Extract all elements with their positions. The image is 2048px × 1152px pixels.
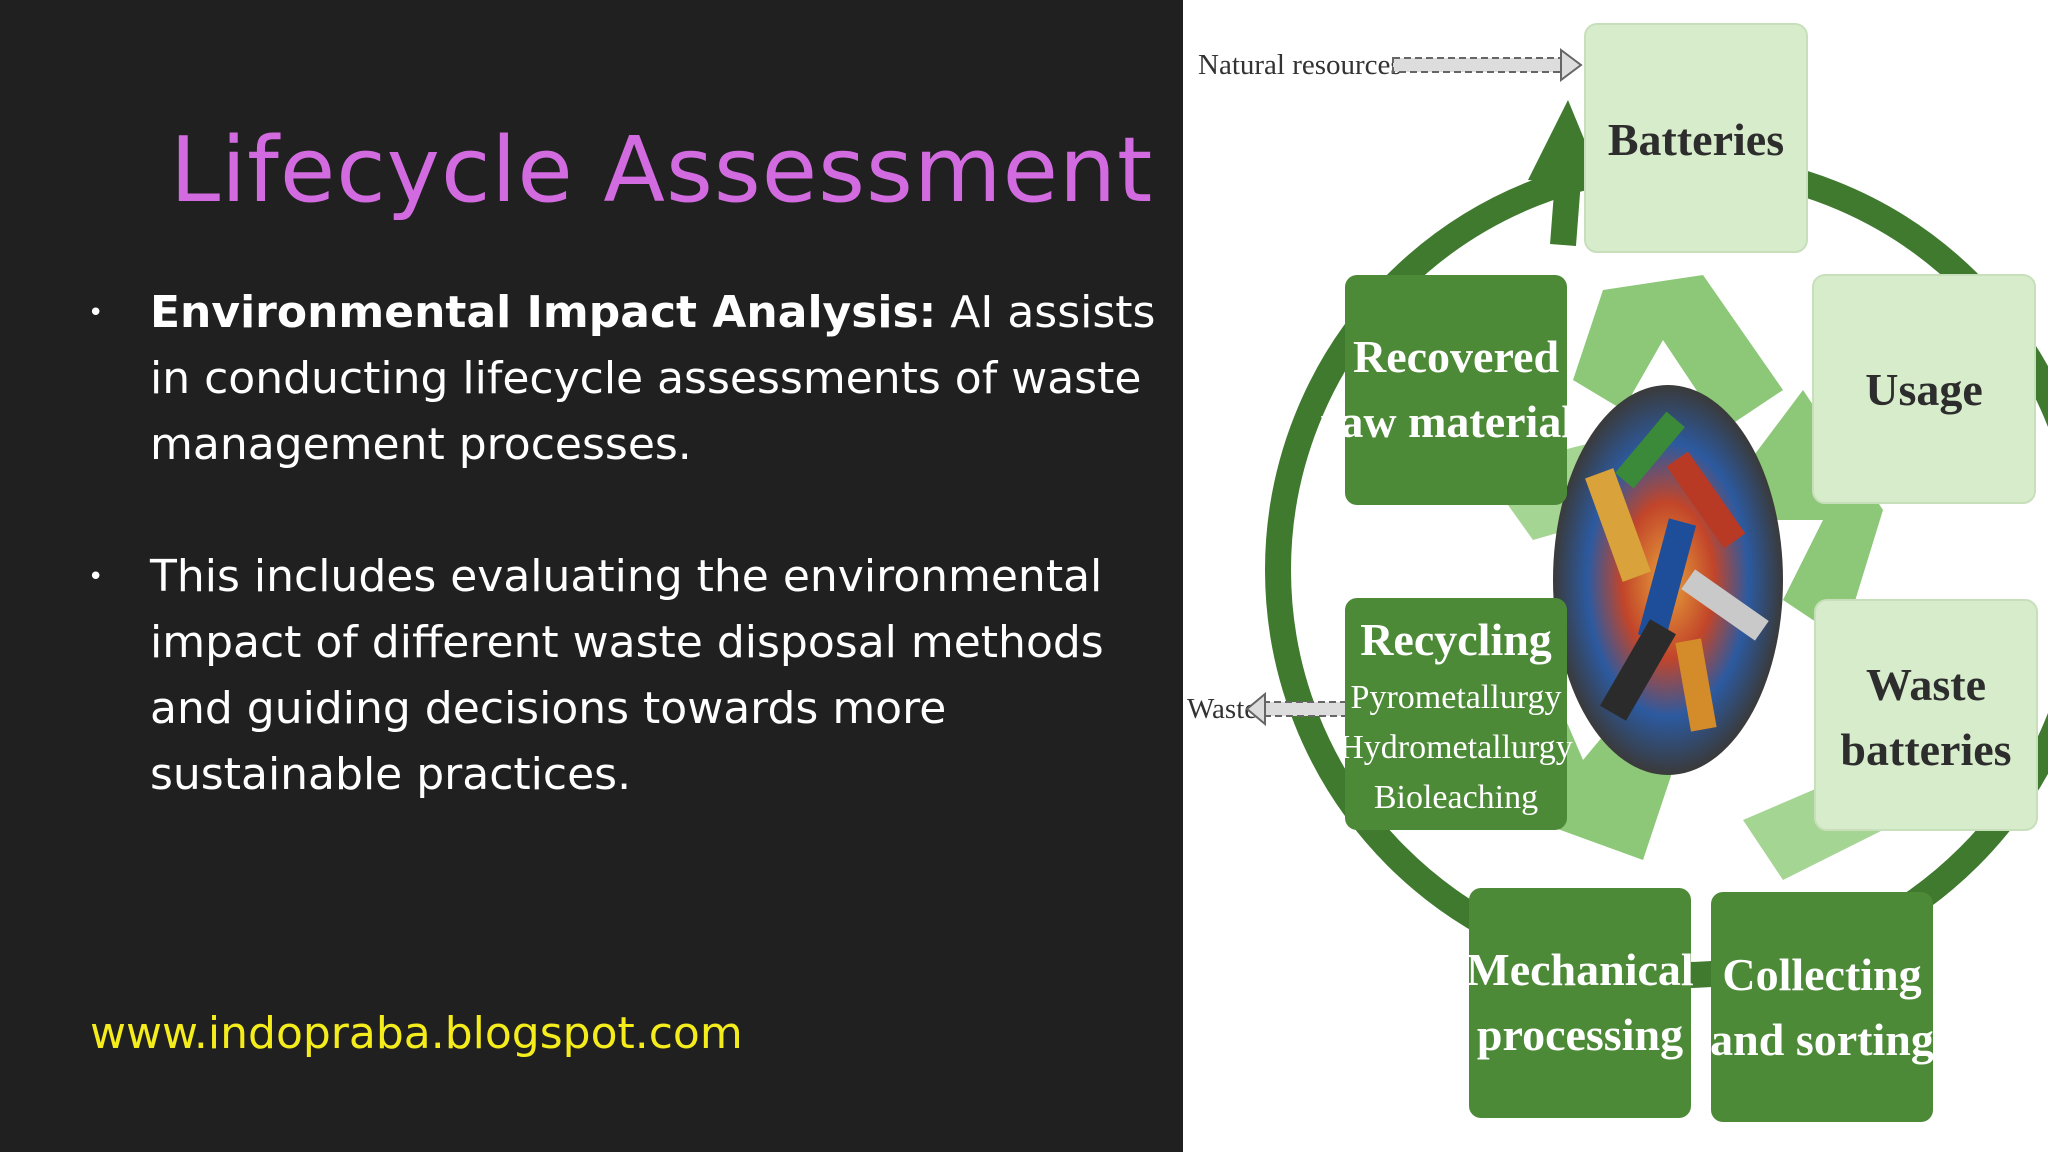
stage-recovered-raw-materials: Recovered raw materials	[1320, 275, 1592, 505]
bullet-list: Environmental Impact Analysis: AI assist…	[80, 280, 1180, 874]
bullet-text: This includes evaluating the environment…	[150, 551, 1104, 800]
stage-mechanical-processing: Mechanical processing	[1466, 888, 1694, 1118]
website-url: www.indopraba.blogspot.com	[90, 1008, 743, 1059]
bullet-lead: Environmental Impact Analysis:	[150, 287, 937, 338]
recycling-method: Pyrometallurgy	[1351, 679, 1562, 716]
waste-arrow	[1245, 691, 1360, 727]
stage-batteries-label: Batteries	[1608, 114, 1784, 165]
bullet-item: Environmental Impact Analysis: AI assist…	[80, 280, 1180, 478]
stage-recycling-label: Recycling	[1360, 614, 1552, 665]
stage-batteries: Batteries	[1584, 23, 1808, 253]
battery-lifecycle-diagram: Natural resources Waste Batteries Usage …	[1183, 0, 2048, 1152]
recycling-method: Hydrometallurgy	[1339, 729, 1573, 766]
recycling-method: Bioleaching	[1374, 779, 1538, 816]
bullet-item: This includes evaluating the environment…	[80, 544, 1180, 808]
stage-recovered-line1: Recovered	[1353, 331, 1559, 382]
ring-arrow-shaft	[1550, 179, 1581, 246]
diagram-canvas: Natural resources Waste Batteries Usage …	[1187, 23, 2048, 1122]
stage-recycling: Recycling Pyrometallurgy Hydrometallurgy…	[1339, 598, 1573, 830]
stage-usage: Usage	[1812, 274, 2036, 504]
stage-collecting-line2: and sorting	[1710, 1014, 1934, 1065]
stage-waste-batteries: Waste batteries	[1814, 599, 2038, 831]
stage-mechanical-line1: Mechanical	[1466, 944, 1693, 995]
stage-mechanical-line2: processing	[1477, 1009, 1683, 1060]
natural-resources-arrow	[1392, 48, 1583, 82]
stage-collecting-line1: Collecting	[1722, 949, 1921, 1000]
battery-pile-image	[1553, 385, 1783, 775]
stage-collecting-sorting: Collecting and sorting	[1710, 892, 1934, 1122]
slide-text-panel: Lifecycle Assessment Environmental Impac…	[0, 0, 1183, 1152]
stage-usage-label: Usage	[1865, 364, 1983, 415]
natural-resources-label: Natural resources	[1198, 49, 1402, 81]
stage-waste-batteries-line2: batteries	[1840, 724, 2011, 775]
slide-title: Lifecycle Assessment	[170, 118, 1154, 223]
bullet-text: AI assists in conducting lifecycle asses…	[150, 287, 1156, 470]
stage-waste-batteries-line1: Waste	[1866, 659, 1986, 710]
stage-recovered-line2: raw materials	[1320, 396, 1592, 447]
